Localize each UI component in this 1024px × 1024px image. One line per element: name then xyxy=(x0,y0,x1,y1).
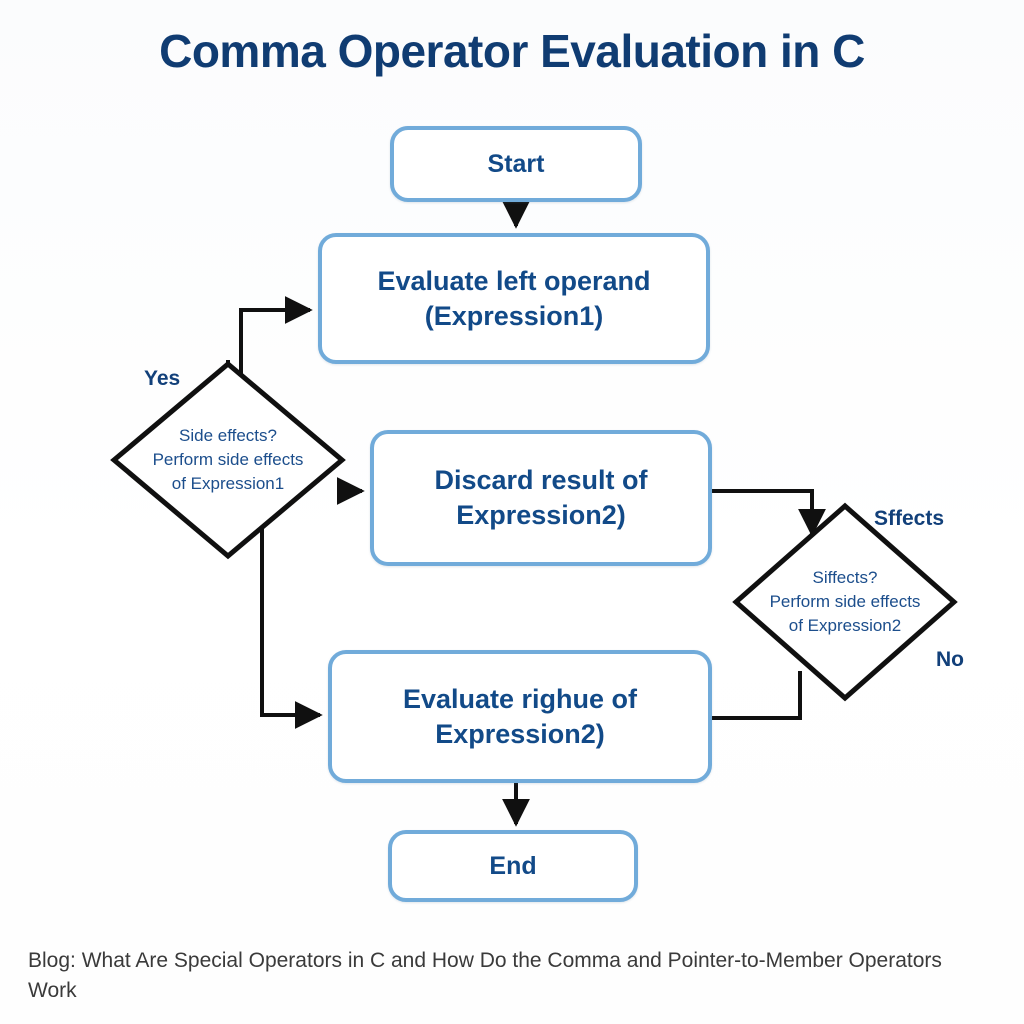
node-end[interactable]: End xyxy=(388,830,638,902)
edge-label-yes: Yes xyxy=(144,367,181,390)
node-start[interactable]: Start xyxy=(390,126,642,202)
node-decision-right[interactable]: Siffects? Perform side effects of Expres… xyxy=(732,502,958,702)
blog-caption: Blog: What Are Special Operators in C an… xyxy=(28,949,942,1002)
diamond-left-shape xyxy=(110,360,346,560)
node-start-label: Start xyxy=(487,150,545,178)
edge-label-no: No xyxy=(936,648,964,671)
edge-label-sffects: Sffects xyxy=(874,507,945,530)
node-evaluate-right-operand-label: Evaluate righue of Expression2) xyxy=(402,683,638,749)
node-evaluate-left-operand-label: Evaluate left operand (Expression1) xyxy=(377,265,651,331)
page-title: Comma Operator Evaluation in C xyxy=(159,25,865,77)
flowchart-diagram: Start Evaluate left operand (Expression1… xyxy=(110,126,964,902)
node-evaluate-right-operand[interactable]: Evaluate righue of Expression2) xyxy=(328,650,712,783)
node-end-label: End xyxy=(489,852,537,880)
node-discard-result-label: Discard result of Expression2) xyxy=(434,465,648,530)
node-discard-result[interactable]: Discard result of Expression2) xyxy=(370,430,712,566)
node-evaluate-left-operand[interactable]: Evaluate left operand (Expression1) xyxy=(318,233,710,364)
diamond-right-shape xyxy=(732,502,958,702)
